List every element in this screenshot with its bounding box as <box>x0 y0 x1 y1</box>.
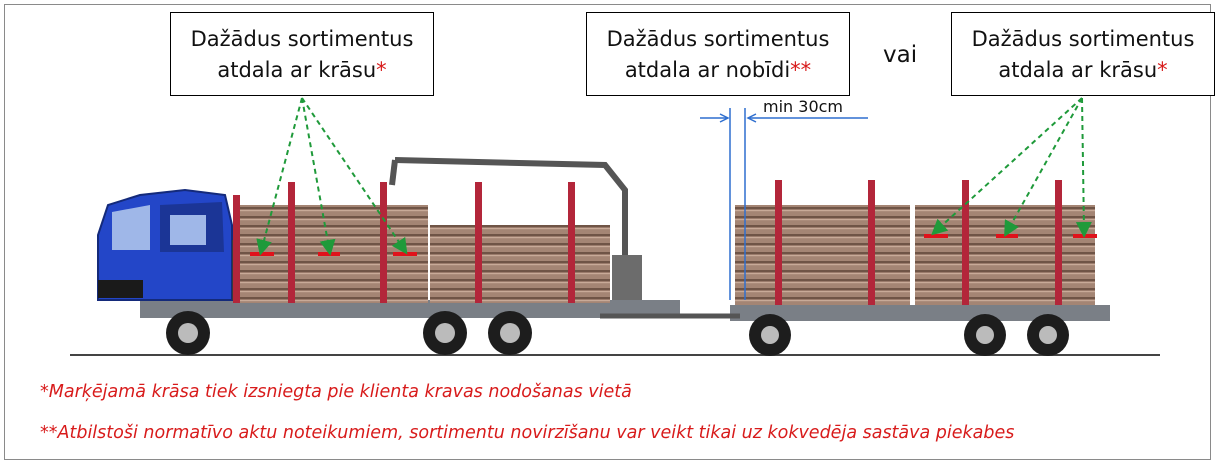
crane-base <box>612 255 642 300</box>
callout-line2: atdala ar nobīdi** <box>624 58 812 82</box>
callout-line2: atdala ar krāsu* <box>217 58 387 82</box>
truck-cab <box>97 188 244 301</box>
truck-wheels <box>166 311 532 355</box>
trailer-log-stack-1 <box>735 205 910 305</box>
gap-label: min 30cm <box>763 97 843 116</box>
pointer-lines-left <box>256 97 408 256</box>
figure-frame <box>4 4 1211 460</box>
footnote-mark: * <box>376 58 387 82</box>
gap-dimension <box>700 108 868 300</box>
footnote-2: **Atbilstoši normatīvo aktu noteikumiem,… <box>40 423 1015 443</box>
trailer-wheels <box>749 314 1069 356</box>
footnote-1: *Marķējamā krāsa tiek izsniegta pie klie… <box>40 382 632 402</box>
trailer-chassis <box>730 305 1110 321</box>
callout-line1: Dažādus sortimentus <box>190 27 414 51</box>
truck-stakes <box>233 182 575 303</box>
footnote-mark: ** <box>790 58 812 82</box>
trailer-stakes <box>775 180 1062 305</box>
callout-line1: Dažādus sortimentus <box>971 27 1195 51</box>
callout-offset-middle: Dažādus sortimentus atdala ar nobīdi** <box>586 12 850 96</box>
footnote-mark: * <box>1157 58 1168 82</box>
callout-color-right: Dažādus sortimentus atdala ar krāsu* <box>951 12 1215 96</box>
trailer-log-stack-2 <box>915 205 1095 305</box>
truck-log-stack-2 <box>430 225 610 303</box>
callout-line2: atdala ar krāsu* <box>998 58 1168 82</box>
callout-color-left: Dažādus sortimentus atdala ar krāsu* <box>170 12 434 96</box>
loader-crane <box>389 157 628 300</box>
pointer-lines-right <box>931 97 1092 238</box>
truck-chassis <box>140 300 680 318</box>
or-label: vai <box>883 42 918 68</box>
callout-line1: Dažādus sortimentus <box>606 27 830 51</box>
